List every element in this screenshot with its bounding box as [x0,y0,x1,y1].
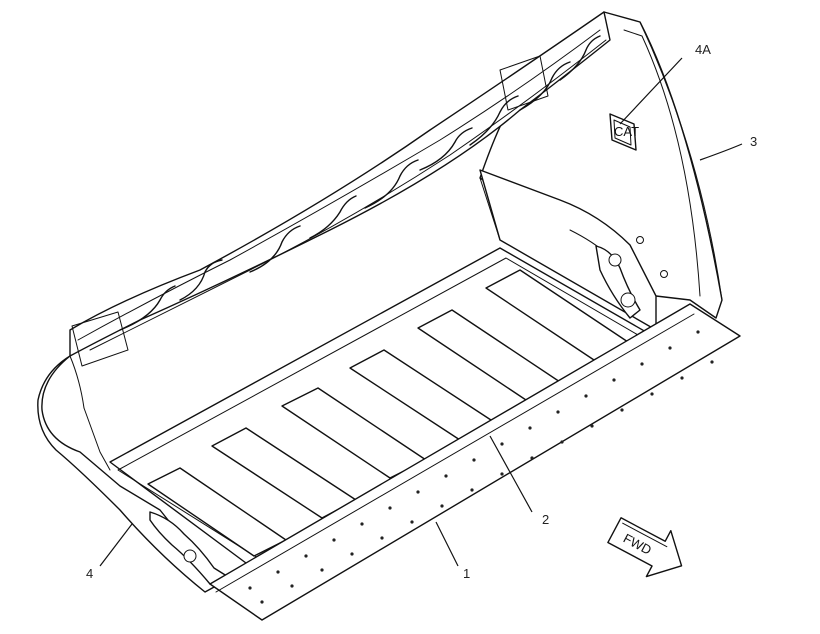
floor-liner [109,247,661,567]
callout-2: 2 [489,435,549,527]
callout-4-label: 4 [86,566,93,581]
callout-4: 4 [86,523,133,581]
back-wrapper [69,11,611,367]
cat-decal: CAT [609,113,639,151]
decal-label: CAT [614,124,639,139]
callout-1: 1 [435,521,470,581]
callout-4a: 4A [619,42,711,125]
inner-right-wall [479,169,657,331]
forward-arrow: FWD [607,517,683,578]
callout-2-label: 2 [542,512,549,527]
callout-3-label: 3 [750,134,757,149]
callout-4a-label: 4A [695,42,711,57]
callout-1-label: 1 [463,566,470,581]
cutting-edge [209,303,741,621]
callout-3: 3 [699,134,757,161]
